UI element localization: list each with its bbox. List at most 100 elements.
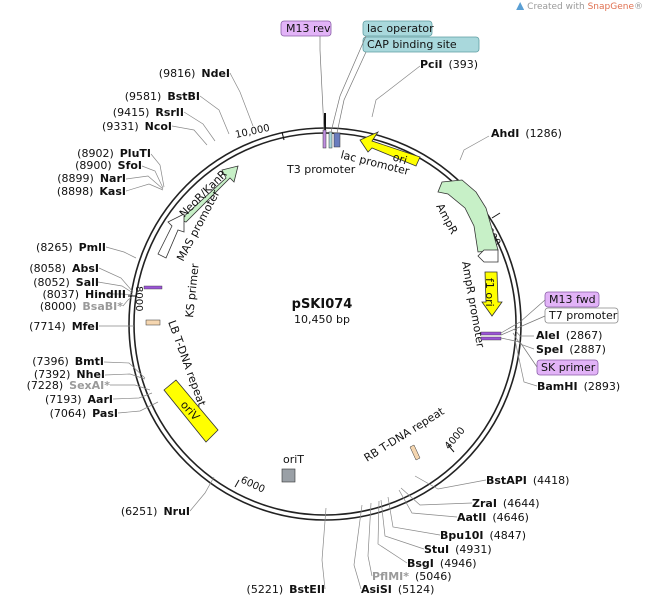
site-ndei: (9816)NdeI xyxy=(159,67,230,80)
m13-fwd-box xyxy=(544,291,600,308)
connector-pcii xyxy=(371,65,421,118)
ampr-label: AmpR xyxy=(433,201,460,236)
mas-promoter-arrow xyxy=(157,213,185,259)
connector-rsrii xyxy=(183,111,216,142)
m13-rev-mark xyxy=(322,129,327,149)
lb-tdna-repeat-mark xyxy=(145,319,161,326)
connector-bsteii xyxy=(321,507,327,590)
oriv-box xyxy=(163,379,219,443)
connector-cap-site xyxy=(336,51,367,134)
rb-tdna-repeat-label: RB T-DNA repeat xyxy=(362,404,447,464)
connector-aari xyxy=(112,392,153,400)
site-sexai: (7228)SexAI* xyxy=(27,379,111,392)
site-alei: AleI(2867) xyxy=(536,329,602,342)
connector-pluti xyxy=(150,153,165,188)
connector-absi xyxy=(98,267,134,293)
connector-aatii xyxy=(398,489,458,518)
connector-bsgi xyxy=(377,500,408,564)
site-mfei: (7714)MfeI xyxy=(29,320,99,333)
cap-site-mark xyxy=(333,132,341,148)
cap-binding-site-box-label: CAP binding site xyxy=(367,38,457,51)
t7-promoter-box-label: T7 promoter xyxy=(548,309,618,322)
connector-nari xyxy=(125,175,164,190)
site-hindiii: (8037)HindIII xyxy=(42,288,126,301)
site-absi: (8058)AbsI xyxy=(29,262,99,275)
lac-operator-mark xyxy=(328,131,333,149)
neor-kanr-arrow xyxy=(179,165,239,223)
f1-ori-arrow xyxy=(481,271,503,317)
snapgene-watermark: Created with SnapGene® xyxy=(516,2,643,12)
connector-t7-promoter xyxy=(500,315,546,336)
site-bstbi: (9581)BstBI xyxy=(125,90,200,103)
site-aari: (7193)AarI xyxy=(45,393,113,406)
ks-primer-label: KS primer xyxy=(183,263,202,319)
ampr-promoter-label: AmpR promoter xyxy=(459,260,487,349)
tick-10000 xyxy=(281,131,285,141)
m13-rev-box xyxy=(280,20,332,37)
site-sali: (8052)SalI xyxy=(33,276,99,289)
connector-ndei xyxy=(229,72,254,127)
connector-lac-operator xyxy=(330,35,367,133)
site-zrai: ZraI(4644) xyxy=(472,497,540,510)
connector-kasi xyxy=(125,183,164,192)
sk-primer-box-label: SK primer xyxy=(541,361,596,374)
ampr-arrow xyxy=(437,179,499,253)
site-stui: StuI(4931) xyxy=(424,543,492,556)
connector-bsabi xyxy=(122,295,134,307)
site-pcii: PciI(393) xyxy=(420,58,478,71)
m13-rev-box-label: M13 rev xyxy=(286,22,331,35)
site-aatii: AatII(4646) xyxy=(457,511,529,524)
connector-stui xyxy=(380,499,425,550)
site-ncoi: (9331)NcoI xyxy=(102,120,172,133)
ampr-promoter-arrow xyxy=(477,249,499,263)
tick-label-8000: 8000 xyxy=(133,286,144,311)
boxed-labels: M13 rev lac operator CAP binding site M1… xyxy=(280,20,619,376)
t3-promoter-label: T3 promoter xyxy=(286,163,356,176)
connector-sk-primer xyxy=(500,337,538,368)
site-pluti: (8902)PluTI xyxy=(77,147,151,160)
snapgene-logo-icon xyxy=(516,2,525,10)
site-nari: (8899)NarI xyxy=(57,172,126,185)
connector-pasi xyxy=(117,401,159,414)
site-nhei: (7392)NheI xyxy=(34,368,105,381)
site-rsrii: (9415)RsrII xyxy=(113,106,184,119)
plasmid-size: 10,450 bp xyxy=(294,313,350,326)
connector-sexai xyxy=(110,384,151,391)
connector-ncoi xyxy=(171,125,208,146)
site-bstapi: BstAPI(4418) xyxy=(486,474,569,487)
tick-2000 xyxy=(491,212,501,219)
site-bsteii: (5221)BstEII xyxy=(247,583,325,596)
site-sfoi: (8900)SfoI xyxy=(75,159,142,172)
connector-asisi xyxy=(353,504,363,590)
connector-sali xyxy=(97,281,134,294)
box-connectors xyxy=(319,35,546,368)
site-bsgi: BsgI(4946) xyxy=(407,557,476,570)
site-asisi: AsiSI(5124) xyxy=(361,583,434,596)
connector-alei xyxy=(513,328,534,337)
m13-fwd-mark xyxy=(480,331,502,336)
site-nrui: (6251)NruI xyxy=(121,505,190,518)
ori-arrow xyxy=(359,131,421,167)
connector-bmti xyxy=(103,361,146,379)
restriction-sites: PciI(393) AhdI(1286) AleI(2867) SpeI(288… xyxy=(27,58,621,596)
tick-6000 xyxy=(234,479,240,488)
site-bmti: (7396)BmtI xyxy=(32,355,104,368)
site-kasi: (8898)KasI xyxy=(57,185,126,198)
site-bpu10i: Bpu10I(4847) xyxy=(440,529,526,542)
connector-bstapi xyxy=(414,475,487,490)
rb-tdna-repeat-mark xyxy=(409,444,421,461)
connector-zrai xyxy=(400,487,473,506)
tick-4000 xyxy=(447,444,455,453)
site-bsabi: (8000)BsaBI* xyxy=(40,300,123,313)
plasmid-name: pSKI074 xyxy=(292,297,353,312)
site-pasi: (7064)PasI xyxy=(50,407,118,420)
connector-bamhi xyxy=(514,339,538,387)
connector-bpu10i xyxy=(387,496,441,536)
connector-bstbi xyxy=(199,95,230,135)
lac-operator-box-label: lac operator xyxy=(367,22,434,35)
sk-primer-box xyxy=(536,359,599,376)
site-connectors xyxy=(97,65,538,590)
lac-operator-box xyxy=(362,20,433,37)
site-bamhi: BamHI(2893) xyxy=(537,380,620,393)
